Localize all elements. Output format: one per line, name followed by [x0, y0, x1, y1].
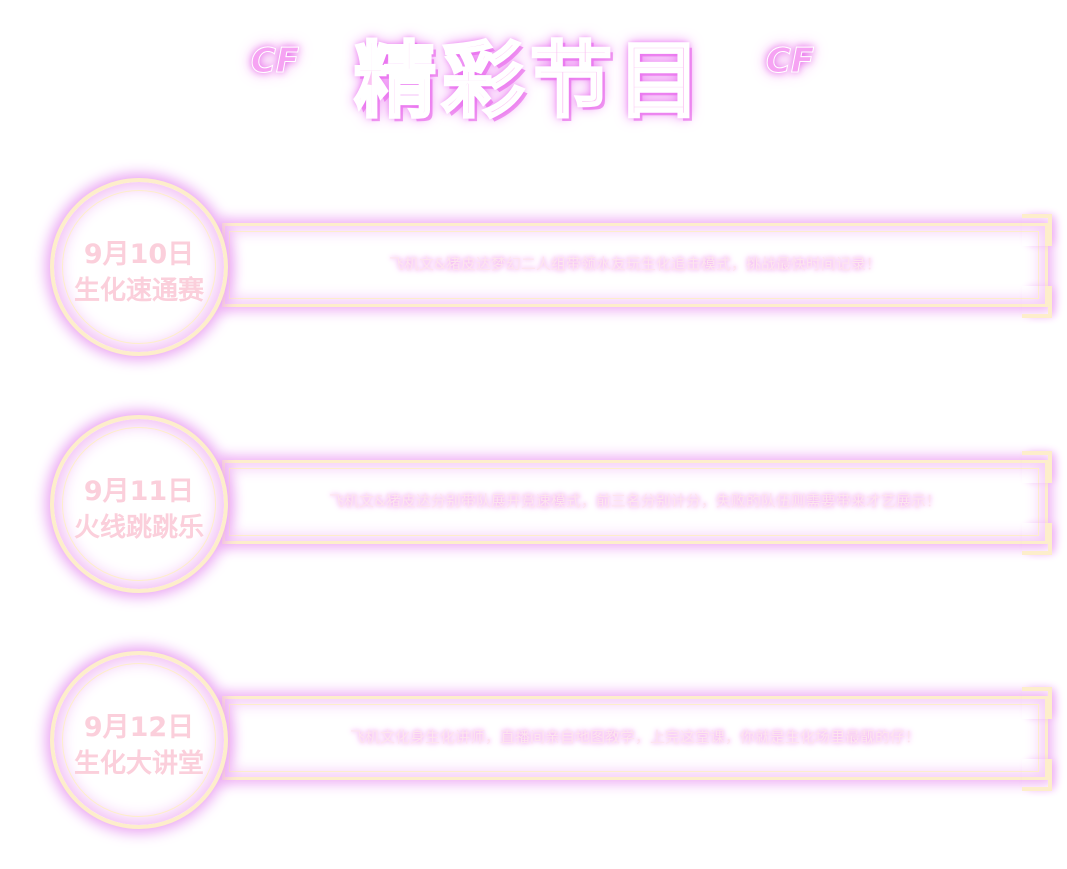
section-header: CF 精彩节目 CF	[0, 8, 1067, 131]
program-description: 飞机文&猪皮达梦幻二人组带领水友玩生化追击模式，挑战最快时间记录！	[389, 255, 881, 273]
bracket-decoration	[1022, 214, 1052, 246]
program-name: 火线跳跳乐	[73, 513, 204, 543]
program-date: 9月11日	[83, 476, 195, 507]
cf-logo-icon: CF	[250, 41, 300, 82]
program-description-panel: 飞机文化身生化讲师，直播间亲自地图教学，上完这堂课，你就是生化场里最靓的仔！	[222, 696, 1048, 780]
program-description: 飞机文&猪皮达分别带队展开竞速模式，前三名分别计分，失败的队伍则需要带来才艺展示…	[329, 492, 941, 510]
program-date-badge: 9月12日 生化大讲堂	[50, 651, 228, 829]
program-name: 生化速通赛	[73, 276, 204, 306]
bracket-decoration	[1022, 759, 1052, 791]
cf-logo-icon: CF	[765, 41, 815, 82]
program-date-badge: 9月10日 生化速通赛	[50, 178, 228, 356]
program-description: 飞机文化身生化讲师，直播间亲自地图教学，上完这堂课，你就是生化场里最靓的仔！	[349, 728, 920, 746]
bracket-decoration	[1022, 286, 1052, 318]
program-date: 9月12日	[83, 712, 195, 743]
bracket-decoration	[1022, 523, 1052, 555]
program-description-panel: 飞机文&猪皮达梦幻二人组带领水友玩生化追击模式，挑战最快时间记录！	[222, 223, 1048, 307]
program-name: 生化大讲堂	[73, 749, 204, 779]
program-item: 飞机文&猪皮达分别带队展开竞速模式，前三名分别计分，失败的队伍则需要带来才艺展示…	[0, 415, 1067, 615]
program-item: 飞机文&猪皮达梦幻二人组带领水友玩生化追击模式，挑战最快时间记录！ 9月10日 …	[0, 178, 1067, 378]
program-date-badge: 9月11日 火线跳跳乐	[50, 415, 228, 593]
page-title: 精彩节目	[352, 33, 706, 131]
bracket-decoration	[1022, 687, 1052, 719]
program-date: 9月10日	[83, 239, 195, 270]
bracket-decoration	[1022, 451, 1052, 483]
program-description-panel: 飞机文&猪皮达分别带队展开竞速模式，前三名分别计分，失败的队伍则需要带来才艺展示…	[222, 460, 1048, 544]
program-item: 飞机文化身生化讲师，直播间亲自地图教学，上完这堂课，你就是生化场里最靓的仔！ 9…	[0, 651, 1067, 851]
